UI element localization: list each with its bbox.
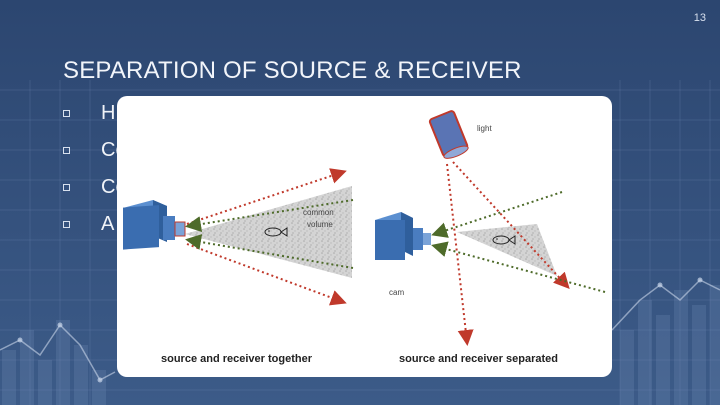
bullet-square-icon: [63, 110, 70, 117]
bullet-text: A: [101, 213, 115, 235]
camera-left-icon: [123, 200, 186, 250]
fish-right-icon: [492, 235, 516, 245]
fish-left-icon: [264, 227, 288, 237]
light-source-icon: [428, 110, 469, 159]
source-receiver-diagram: common volume light cam source and recei…: [117, 96, 612, 377]
bullet-item: A: [63, 206, 683, 243]
slide-title: SEPARATION OF SOURCE & RECEIVER: [63, 57, 522, 84]
left-caption: source and receiver together: [161, 353, 313, 365]
common-volume-cone: [185, 186, 352, 278]
right-caption: source and receiver separated: [399, 353, 558, 365]
bullet-item: H: [63, 95, 683, 132]
light-label: light: [477, 124, 492, 133]
bullet-square-icon: [63, 147, 70, 154]
cam-label: cam: [389, 288, 405, 297]
bullet-square-icon: [63, 221, 70, 228]
diagram-graphic: [123, 110, 606, 346]
camera-right-icon: [375, 212, 431, 260]
common-label: common: [303, 208, 334, 217]
common-volume-cone-small: [457, 224, 557, 276]
volume-label: volume: [307, 220, 333, 229]
bullet-square-icon: [63, 184, 70, 191]
page-number: 13: [693, 12, 706, 24]
bullet-text: H: [101, 102, 116, 124]
